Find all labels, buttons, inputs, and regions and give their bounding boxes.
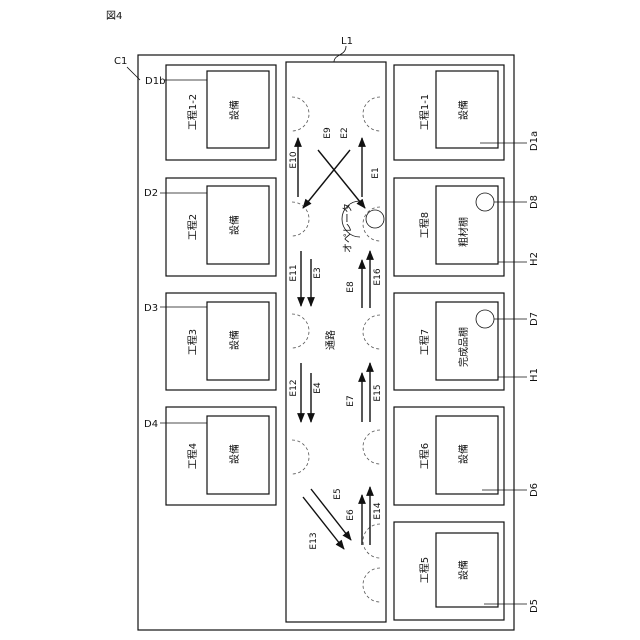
flow-label-e16: E16 [373, 268, 383, 285]
equipment-3-label: 設備 [228, 330, 241, 350]
flow-label-e5: E5 [333, 488, 343, 499]
operator-label: オペレータ [342, 203, 354, 253]
flow-label-e7: E7 [346, 395, 356, 406]
equipment-1-1-label: 設備 [457, 100, 470, 120]
flow-label-e1: E1 [371, 167, 381, 178]
flow-label-e10: E10 [289, 151, 299, 168]
finished-shelf-label: 完成品棚 [457, 327, 470, 367]
process-6-label: 工程6 [419, 443, 431, 469]
label-d1b: D1b [145, 76, 165, 87]
label-d3: D3 [144, 303, 158, 314]
flow-label-e13: E13 [309, 532, 319, 549]
process-5-label: 工程5 [419, 557, 431, 583]
label-h2: H2 [529, 252, 540, 266]
label-d5: D5 [529, 599, 540, 613]
flow-label-e11: E11 [289, 264, 299, 281]
label-l1: L1 [341, 36, 353, 47]
flow-label-e6: E6 [346, 509, 356, 521]
flow-label-e12: E12 [289, 379, 299, 396]
equipment-6-label: 設備 [457, 444, 470, 464]
flow-label-e3: E3 [313, 267, 323, 278]
equipment-1-2-label: 設備 [228, 100, 241, 120]
label-h1: H1 [529, 368, 540, 382]
label-d7: D7 [529, 312, 540, 326]
label-d2: D2 [144, 188, 158, 199]
process-7-label: 工程7 [419, 329, 431, 355]
process-1-2-label: 工程1-2 [187, 94, 199, 130]
raw-shelf-label: 粗材棚 [457, 217, 470, 247]
label-c1: C1 [114, 56, 127, 67]
label-d6: D6 [529, 483, 540, 497]
process-2-label: 工程2 [187, 214, 199, 240]
process-4-label: 工程4 [187, 443, 199, 469]
process-1-1-label: 工程1-1 [419, 94, 431, 130]
flow-label-e15: E15 [373, 384, 383, 401]
process-3-label: 工程3 [187, 329, 199, 355]
label-d8: D8 [529, 195, 540, 209]
equipment-4-label: 設備 [228, 444, 241, 464]
flow-label-e8: E8 [346, 281, 356, 293]
flow-label-e2: E2 [340, 127, 350, 138]
equipment-5-label: 設備 [457, 560, 470, 580]
label-d1a: D1a [529, 131, 540, 151]
flow-label-e14: E14 [373, 502, 383, 519]
label-d4: D4 [144, 419, 158, 430]
aisle-label: 通路 [324, 330, 337, 350]
flow-label-e4: E4 [313, 382, 323, 394]
equipment-2-label: 設備 [228, 215, 241, 235]
process-8-label: 工程8 [419, 212, 431, 238]
flow-label-e9: E9 [323, 127, 333, 139]
